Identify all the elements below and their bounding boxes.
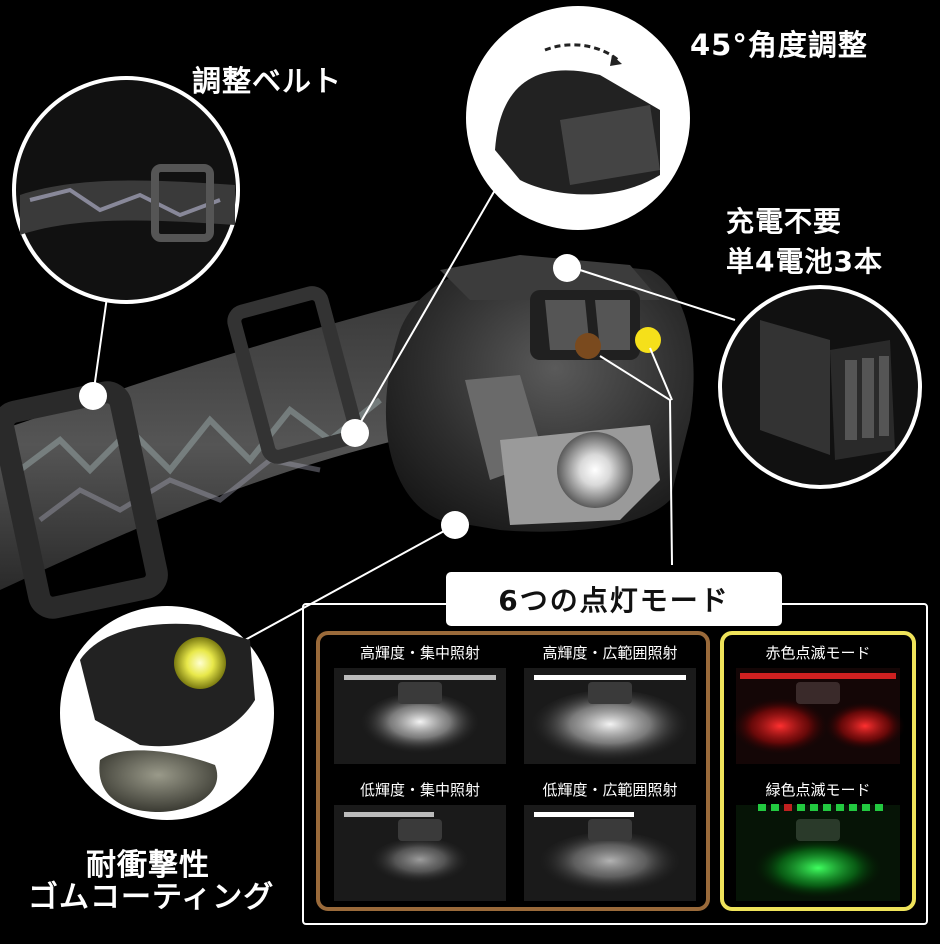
yellow-button-marker — [635, 327, 661, 353]
callout-dots — [79, 254, 581, 539]
modes-title: 6つの点灯モード — [446, 572, 782, 626]
callout-lines — [92, 189, 736, 641]
angle-callout-circle — [466, 6, 690, 230]
shock-callout-label-line2: ゴムコーティング — [28, 880, 275, 915]
battery-callout-label-line1: 充電不要 — [726, 205, 843, 238]
white-mode-thumbnails — [334, 668, 696, 901]
brown-button-marker — [575, 333, 601, 359]
mode-label-high-spot: 高輝度・集中照射 — [359, 644, 480, 662]
shock-callout-label-line1: 耐衝撃性 — [86, 848, 210, 883]
battery-callout-circle — [718, 285, 922, 489]
shock-callout-circle — [60, 606, 274, 820]
color-mode-thumbnails — [732, 668, 905, 901]
lamp-body — [385, 255, 694, 532]
angle-callout-label: 45°角度調整 — [690, 28, 868, 62]
white-modes-group — [316, 631, 710, 911]
mode-label-high-wide: 高輝度・広範囲照射 — [542, 644, 678, 662]
mode-label-green-flash: 緑色点滅モード — [765, 781, 871, 799]
belt-callout-circle — [12, 76, 240, 304]
belt-callout-label: 調整ベルト — [192, 64, 343, 98]
battery-callout-label-line2: 単4電池3本 — [726, 245, 883, 278]
strap — [0, 286, 440, 619]
mode-label-low-wide: 低輝度・広範囲照射 — [542, 781, 678, 799]
mode-label-low-spot: 低輝度・集中照射 — [359, 781, 480, 799]
color-modes-group — [720, 631, 916, 911]
mode-label-red-flash: 赤色点滅モード — [765, 644, 871, 662]
